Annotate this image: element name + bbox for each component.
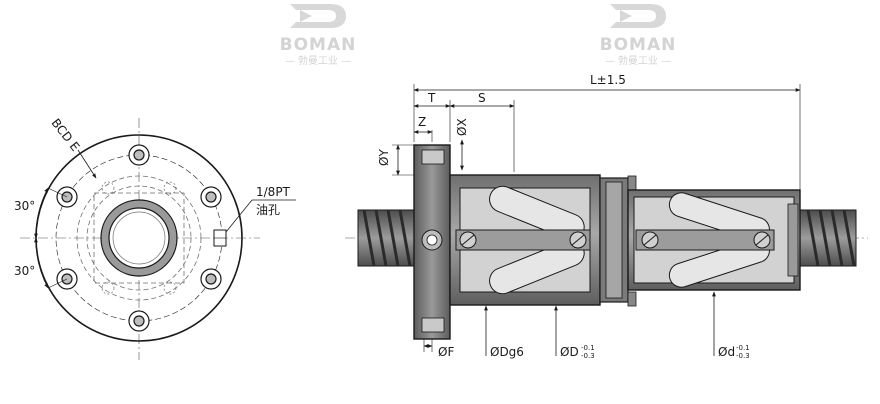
front-view [20,118,296,360]
f-label: ØF [438,345,454,359]
d-tol-upper: -0.1 [581,344,595,352]
small-d-tol-upper: -0.1 [736,344,750,352]
d-tol-lower: -0.3 [581,352,595,360]
port-label: 1/8PT [256,185,291,199]
side-view [345,84,868,356]
s-label: S [478,91,486,105]
port-sub-label: 油孔 [256,203,280,217]
dimensions [392,84,801,356]
watermark-left: BOMAN — 勃曼工业 — [280,4,357,67]
bore-inner [108,207,170,269]
t-label: T [427,91,436,105]
small-d-label: Ød [718,345,735,359]
x-label: ØX [455,118,469,136]
watermark-brand: BOMAN [280,35,357,55]
d-label: ØD [560,345,579,359]
boman-logo-icon [290,4,346,28]
screw-shaft-left [357,209,415,267]
length-label: L±1.5 [590,73,626,87]
z-label: Z [418,115,426,129]
watermark-subtitle: — 勃曼工业 — [605,54,671,67]
bcd-label: BCD E [48,116,82,154]
y-label: ØY [377,149,391,166]
angle-bottom-label: 30° [14,264,35,278]
dg6-label: ØDg6 [490,345,524,359]
small-d-tol-lower: -0.3 [736,352,750,360]
watermark-right: BOMAN — 勃曼工业 — [600,4,677,67]
boman-logo-icon [610,4,666,28]
watermark-subtitle: — 勃曼工业 — [285,54,351,67]
screw-shaft-right [799,209,857,267]
angle-top-label: 30° [14,199,35,213]
watermark-brand: BOMAN [600,35,677,55]
